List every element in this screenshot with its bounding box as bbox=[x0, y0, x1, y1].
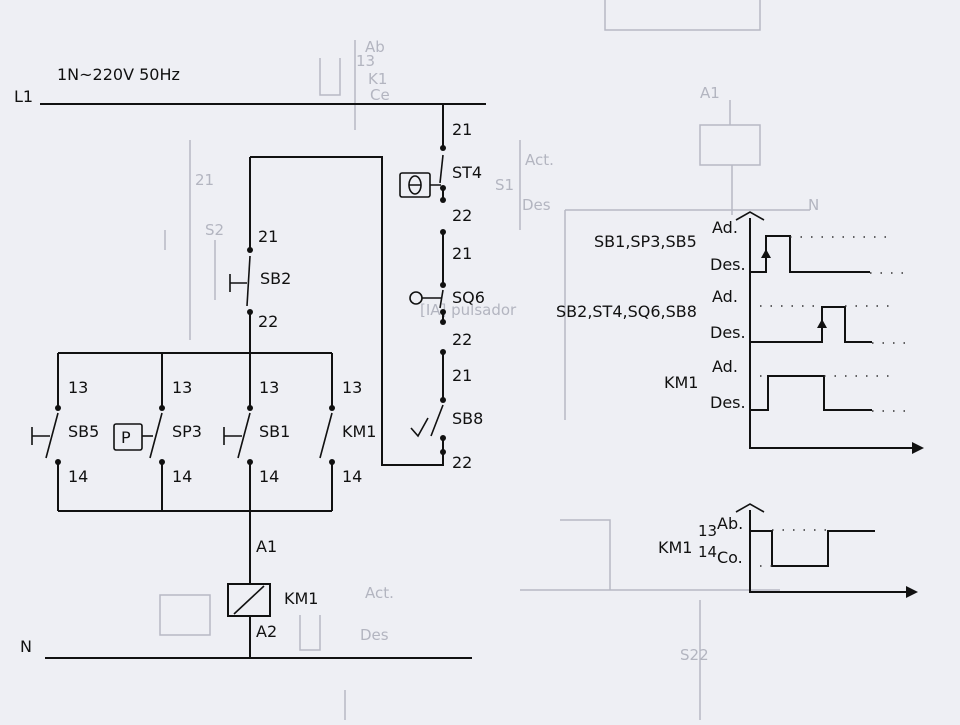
timing-4-13: 13 bbox=[698, 522, 717, 540]
sq6-contact: 21 SQ6 22 bbox=[409, 244, 485, 349]
sb2-terminal-21: 21 bbox=[258, 227, 278, 246]
km1-aux-terminal-14: 14 bbox=[342, 467, 362, 486]
pressure-sensor-box bbox=[113, 423, 143, 451]
timing-3-act: Ad. bbox=[712, 357, 738, 376]
st4-contact: 21 ST4 22 bbox=[399, 120, 482, 225]
bg-text-k1: K1 bbox=[368, 70, 387, 88]
st4-terminal-22: 22 bbox=[452, 206, 472, 225]
timing-2-waveform bbox=[750, 306, 872, 343]
sp3-contact: P 13 SP3 14 bbox=[113, 353, 202, 511]
background-ghost: Ab 13 K1 Ce A1 Act. Des S1 21 S2 N [IA] … bbox=[159, 0, 819, 720]
timing-3-waveform bbox=[750, 375, 872, 411]
bg-text-a1: A1 bbox=[700, 84, 720, 102]
timing-1-waveform bbox=[750, 235, 870, 273]
bg-text-13: 13 bbox=[356, 52, 375, 70]
bg-text-act: Act. bbox=[525, 151, 554, 169]
km1-coil: A1 KM1 A2 bbox=[227, 511, 318, 658]
sq6-label: SQ6 bbox=[452, 288, 485, 307]
sb1-contact: 13 SB1 14 bbox=[223, 353, 290, 511]
sb8-label: SB8 bbox=[452, 409, 483, 428]
sb2-label: SB2 bbox=[260, 269, 291, 288]
coil-a1-label: A1 bbox=[256, 537, 277, 556]
bg-text-act-2: Act. bbox=[365, 584, 394, 602]
st4-label: ST4 bbox=[452, 163, 482, 182]
timing-4-14: 14 bbox=[698, 543, 717, 561]
coil-a2-label: A2 bbox=[256, 622, 277, 641]
bg-text-s22: S22 bbox=[680, 646, 709, 664]
timing-2-act: Ad. bbox=[712, 287, 738, 306]
sb5-contact: 13 SB5 14 bbox=[31, 353, 99, 511]
timing-4-co: Co. bbox=[717, 548, 743, 567]
km1-aux-contact: 13 KM1 14 bbox=[319, 353, 376, 511]
sb8-terminal-21: 21 bbox=[452, 366, 472, 385]
sq6-terminal-21: 21 bbox=[452, 244, 472, 263]
timing-4-label: KM1 bbox=[658, 538, 692, 557]
timing-1-act: Ad. bbox=[712, 218, 738, 237]
sp3-terminal-13: 13 bbox=[172, 378, 192, 397]
sb2-contact: 21 SB2 22 bbox=[229, 157, 291, 353]
sq6-terminal-22: 22 bbox=[452, 330, 472, 349]
bg-text-ce: Ce bbox=[370, 86, 390, 104]
nc-series-branch bbox=[250, 104, 446, 466]
sb5-terminal-14: 14 bbox=[68, 467, 88, 486]
parallel-buses bbox=[58, 352, 332, 512]
supply-spec: 1N~220V 50Hz bbox=[57, 65, 180, 84]
km1-aux-label: KM1 bbox=[342, 422, 376, 441]
sb8-terminal-22: 22 bbox=[452, 453, 472, 472]
sp3-sensor-letter: P bbox=[121, 428, 131, 447]
bg-text-n: N bbox=[808, 196, 819, 214]
n-label: N bbox=[20, 637, 32, 656]
sb1-terminal-14: 14 bbox=[259, 467, 279, 486]
coil-name: KM1 bbox=[284, 589, 318, 608]
bg-text-des-2: Des bbox=[360, 626, 389, 644]
timing-4-waveform bbox=[750, 530, 875, 567]
sb2-terminal-22: 22 bbox=[258, 312, 278, 331]
bg-text-21: 21 bbox=[195, 171, 214, 189]
sb1-label: SB1 bbox=[259, 422, 290, 441]
sb5-terminal-13: 13 bbox=[68, 378, 88, 397]
timing-1-des: Des. bbox=[710, 255, 746, 274]
sb5-label: SB5 bbox=[68, 422, 99, 441]
bg-text-ab: Ab bbox=[365, 38, 385, 56]
l1-label: L1 bbox=[14, 87, 33, 106]
st4-terminal-21: 21 bbox=[452, 120, 472, 139]
timing-3-label: KM1 bbox=[664, 373, 698, 392]
timing-2-label: SB2,ST4,SQ6,SB8 bbox=[556, 302, 697, 321]
timing-2-des: Des. bbox=[710, 323, 746, 342]
timing-diagram-upper: SB1,SP3,SB5 Ad. Des. SB2,ST4,SQ6,SB8 Ad.… bbox=[556, 211, 924, 454]
sp3-label: SP3 bbox=[172, 422, 202, 441]
sb8-contact: 21 SB8 22 bbox=[410, 366, 483, 472]
bg-text-s1: S1 bbox=[495, 176, 514, 194]
timing-3-des: Des. bbox=[710, 393, 746, 412]
sb1-terminal-13: 13 bbox=[259, 378, 279, 397]
timing-4-ab: Ab. bbox=[717, 514, 743, 533]
bg-text-des: Des bbox=[522, 196, 551, 214]
sp3-terminal-14: 14 bbox=[172, 467, 192, 486]
timing-diagram-lower: KM1 13 Ab. 14 Co. bbox=[658, 503, 918, 598]
km1-aux-terminal-13: 13 bbox=[342, 378, 362, 397]
bg-text-s2: S2 bbox=[205, 221, 224, 239]
timing-1-label: SB1,SP3,SB5 bbox=[594, 232, 697, 251]
